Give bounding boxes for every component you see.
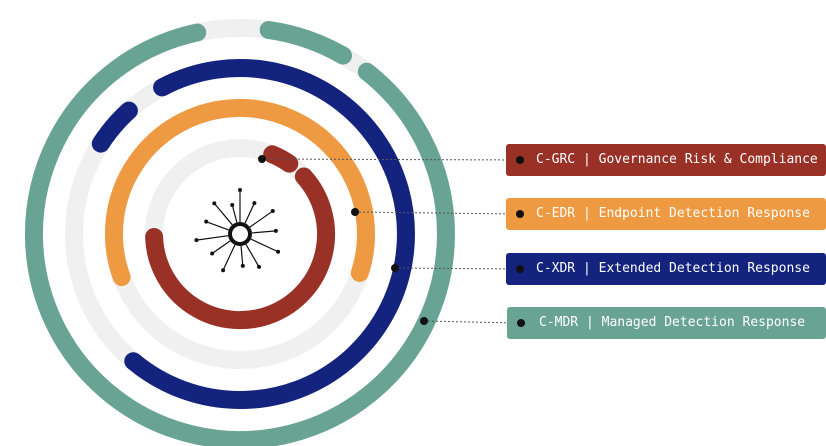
ring-arc-grc — [263, 145, 299, 173]
hub-core — [228, 222, 252, 246]
hub-spoke — [205, 221, 229, 231]
ring-label-text: C-MDR | Managed Detection Response — [539, 315, 806, 330]
hub-spoke — [245, 244, 260, 268]
connector-dot — [420, 317, 428, 325]
hub-node — [238, 188, 242, 192]
hub-node — [273, 228, 278, 233]
ring-label-mdr: C-MDR | Managed Detection Response — [507, 307, 826, 339]
hub-spoke — [250, 238, 279, 253]
ring-label-grc: C-GRC | Governance Risk & Compliance — [506, 144, 826, 176]
hub-node — [204, 219, 209, 224]
connector-dot — [391, 264, 399, 272]
ring-label-edr: C-EDR | Endpoint Detection Response — [506, 198, 826, 230]
hub-node — [252, 201, 257, 206]
hub-spoke — [213, 202, 233, 226]
ring-arc-mdr — [24, 23, 455, 446]
hub-node — [257, 264, 261, 269]
hub-node — [270, 209, 275, 214]
connector-dot — [516, 156, 524, 164]
hub-node — [276, 249, 281, 254]
ring-arc-edr — [104, 98, 375, 287]
ring-label-text: C-XDR | Extended Detection Response — [536, 261, 810, 276]
ring-label-text: C-EDR | Endpoint Detection Response — [536, 206, 810, 221]
hub-node — [240, 263, 245, 268]
connector-dot — [258, 155, 266, 163]
hub-node — [221, 268, 226, 273]
hub-node — [194, 238, 199, 243]
network-hub-icon — [182, 176, 298, 292]
connector-dot — [351, 208, 359, 216]
connector-line — [354, 211, 517, 215]
hub-spoke — [240, 245, 244, 266]
hub-node — [210, 251, 215, 256]
ring-label-text: C-GRC | Governance Risk & Compliance — [536, 152, 818, 167]
connector-dot — [517, 319, 525, 327]
hub-spoke — [244, 202, 255, 224]
ring-arcs — [24, 21, 455, 446]
ring-arc-xdr — [124, 59, 415, 409]
ring-arc-mdr — [259, 21, 352, 65]
hub-spoke — [211, 240, 231, 254]
ring-arc-xdr — [91, 101, 138, 153]
hub-node — [212, 201, 217, 206]
ring-label-xdr: C-XDR | Extended Detection Response — [506, 253, 826, 285]
connector-line — [394, 267, 517, 270]
hub-spoke — [231, 204, 238, 223]
hub-spoke — [222, 244, 236, 271]
connector-lines — [258, 155, 518, 325]
connector-line — [423, 320, 518, 324]
connector-dot — [516, 265, 524, 273]
hub-spoke — [249, 210, 274, 228]
ring-arc-grc — [145, 167, 336, 330]
hub-spoke — [196, 235, 229, 241]
connector-dot — [516, 210, 524, 218]
hub-node — [230, 203, 235, 208]
hub-spoke — [251, 230, 276, 234]
